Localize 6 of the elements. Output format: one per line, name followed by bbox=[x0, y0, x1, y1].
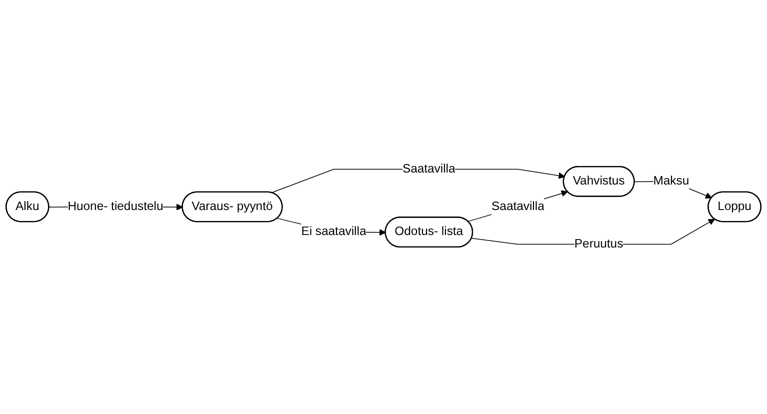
edge-label: Ei saatavilla bbox=[301, 225, 366, 238]
edge-label: Maksu bbox=[653, 174, 690, 188]
edge-label: Huone- tiedustelu bbox=[68, 200, 164, 214]
edge-label: Saatavilla bbox=[492, 200, 544, 214]
edge-label: Saatavilla bbox=[402, 162, 456, 176]
edge-label: Peruutus bbox=[574, 238, 624, 251]
